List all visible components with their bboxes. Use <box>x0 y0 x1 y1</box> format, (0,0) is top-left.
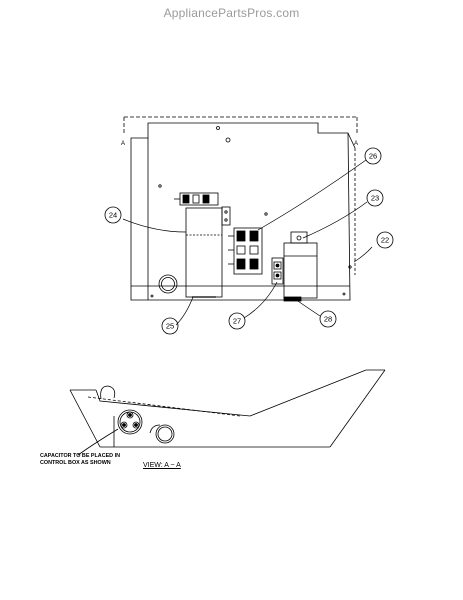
section-mark-right: A <box>354 141 358 147</box>
note-line-1: CAPACITOR TO BE PLACED IN <box>40 453 120 459</box>
section-mark-left: A <box>121 141 125 147</box>
section-line <box>123 116 358 135</box>
terminal-strip <box>174 192 219 206</box>
callout-23: 23 <box>366 189 384 207</box>
svg-text:23: 23 <box>371 194 379 203</box>
control-box-panel <box>130 122 356 301</box>
watermark-text: AppliancePartsPros.com <box>163 6 300 20</box>
capacitor-placement-note: CAPACITOR TO BE PLACED IN CONTROL BOX AS… <box>40 453 120 467</box>
callout-28: 28 <box>319 310 337 328</box>
callout-27: 27 <box>228 312 246 330</box>
svg-text:26: 26 <box>369 152 377 161</box>
contactor <box>228 227 263 275</box>
capacitor <box>185 206 231 298</box>
section-view-detail <box>69 369 386 456</box>
svg-text:22: 22 <box>381 236 389 245</box>
view-label: VIEW: A ~ A <box>143 462 181 469</box>
relay-block <box>271 257 284 285</box>
callout-24: 24 <box>104 206 122 224</box>
svg-text:24: 24 <box>109 211 117 220</box>
svg-text:25: 25 <box>166 322 174 331</box>
svg-text:27: 27 <box>233 317 241 326</box>
note-line-2: CONTROL BOX AS SHOWN <box>40 460 111 466</box>
transformer-bracket <box>283 231 318 302</box>
callout-22: 22 <box>376 231 394 249</box>
svg-text:28: 28 <box>324 315 332 324</box>
callout-26: 26 <box>364 147 382 165</box>
knockout-hole <box>158 274 178 294</box>
callout-25: 25 <box>161 317 179 335</box>
